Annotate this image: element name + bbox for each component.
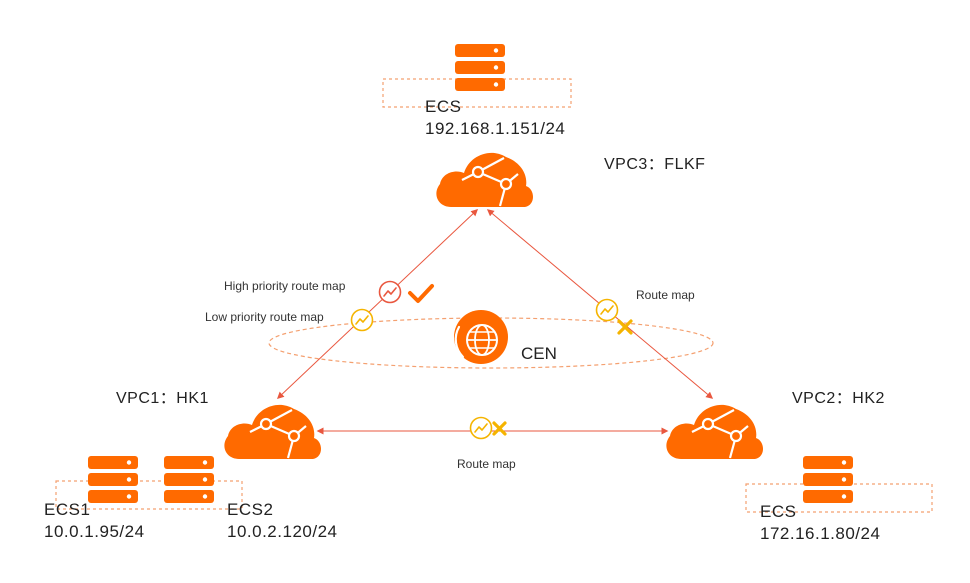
vpc3-label: VPC3：FLKF	[604, 156, 706, 173]
link-vpc3-vpc1	[276, 209, 479, 399]
vpc3-cloud-icon	[435, 151, 535, 209]
vswitch-box-vpc1	[55, 480, 243, 510]
vpc1-vpc2-route-map-label: Route map	[457, 457, 516, 471]
vpc2-cloud-icon	[665, 403, 765, 461]
route-map-icon	[469, 416, 493, 440]
server-stack-icon	[164, 456, 214, 503]
vpc3-vpc2-route-map-label: Route map	[636, 288, 695, 302]
ecs1-ip: 10.0.1.95/24	[44, 522, 145, 541]
server-stack-icon	[803, 456, 853, 503]
check-icon	[408, 284, 434, 303]
vpc1-cloud-icon	[223, 403, 323, 461]
vpc2-label: VPC2：HK2	[792, 390, 885, 407]
high-priority-route-map-label: High priority route map	[224, 279, 346, 293]
ecs2-name: ECS2	[227, 500, 274, 519]
vpc3-ecs-ip: 192.168.1.151/24	[425, 119, 566, 138]
vpc3-ecs-name: ECS	[425, 97, 462, 116]
route-map-icon	[378, 280, 402, 304]
vpc2-ecs-ip: 172.16.1.80/24	[760, 524, 881, 543]
vpc2-ecs-name: ECS	[760, 502, 797, 521]
route-map-icon	[595, 298, 619, 322]
vpc1-label: VPC1：HK1	[116, 390, 209, 407]
server-stack-icon	[455, 44, 505, 91]
x-icon	[492, 421, 507, 436]
ecs2-ip: 10.0.2.120/24	[227, 522, 338, 541]
ecs1-name: ECS1	[44, 500, 91, 519]
route-map-icon	[350, 308, 374, 332]
cen-label: CEN	[521, 344, 557, 363]
server-stack-icon	[88, 456, 138, 503]
globe-network-icon	[454, 310, 508, 364]
x-icon	[617, 319, 633, 335]
low-priority-route-map-label: Low priority route map	[205, 310, 324, 324]
